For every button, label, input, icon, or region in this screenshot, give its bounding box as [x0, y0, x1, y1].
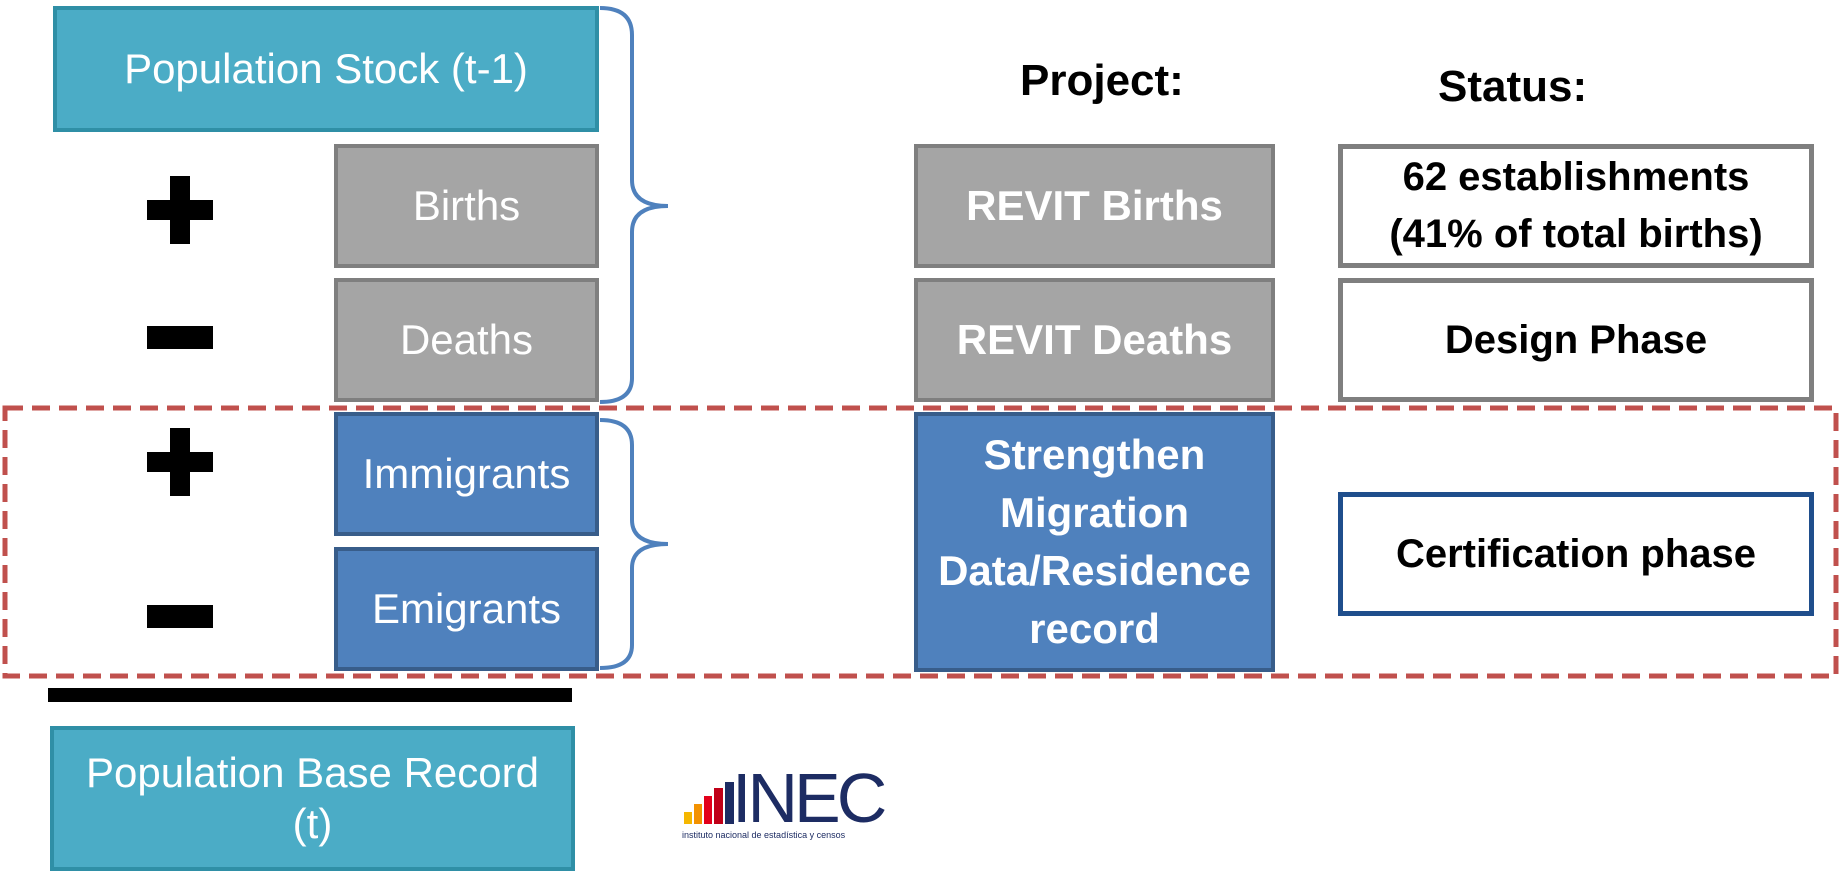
- population-base-record-label: Population Base Record (t): [86, 749, 539, 847]
- births-box: Births: [334, 144, 599, 268]
- deaths-status-box: Design Phase: [1338, 278, 1814, 402]
- migration-status-label: Certification phase: [1395, 531, 1757, 576]
- immigrants-box: Immigrants: [334, 412, 599, 536]
- immigrants-label: Immigrants: [362, 450, 571, 497]
- logo-tagline: instituto nacional de estadística y cens…: [682, 830, 846, 840]
- deaths-label: Deaths: [399, 316, 534, 363]
- births-status-box: 62 establishments (41% of total births): [1338, 144, 1814, 268]
- population-stock-label: Population Stock (t-1): [124, 45, 528, 92]
- plus-icon: [147, 176, 213, 244]
- minus-icon: [147, 326, 213, 349]
- births-label: Births: [412, 182, 521, 229]
- births-status-label: 62 establishments (41% of total births): [1389, 155, 1763, 256]
- logo-bars-icon: [684, 782, 746, 824]
- plus-icon: [147, 428, 213, 496]
- deaths-box: Deaths: [334, 278, 599, 402]
- brace-natural: [599, 6, 669, 404]
- status-header: Status:: [1438, 62, 1588, 111]
- emigrants-box: Emigrants: [334, 547, 599, 671]
- emigrants-label: Emigrants: [371, 585, 562, 632]
- migration-frame: [2, 405, 1839, 679]
- revit-births-box: REVIT Births: [914, 144, 1275, 268]
- project-header: Project:: [1020, 56, 1184, 105]
- revit-deaths-box: REVIT Deaths: [914, 278, 1275, 402]
- migration-project-label: Strengthen Migration Data/Residence reco…: [938, 431, 1251, 652]
- revit-deaths-label: REVIT Deaths: [956, 316, 1233, 363]
- deaths-status-label: Design Phase: [1444, 317, 1708, 362]
- population-stock-box: Population Stock (t-1): [53, 6, 599, 132]
- logo-text: INEC: [732, 759, 887, 837]
- inec-logo: INEC instituto nacional de estadística y…: [680, 759, 920, 844]
- minus-icon: [147, 605, 213, 628]
- brace-migration: [599, 418, 669, 670]
- sum-line: [48, 688, 572, 702]
- revit-births-label: REVIT Births: [966, 182, 1223, 229]
- migration-status-box: Certification phase: [1338, 492, 1814, 616]
- migration-project-box: Strengthen Migration Data/Residence reco…: [914, 412, 1275, 672]
- population-base-record-box: Population Base Record (t): [50, 726, 575, 871]
